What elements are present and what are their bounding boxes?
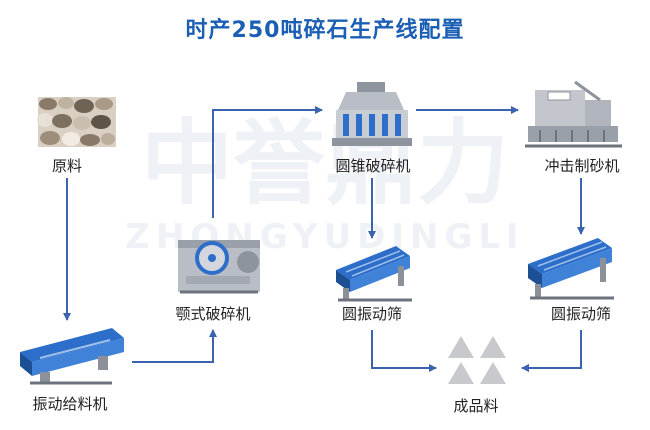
sand-maker-icon bbox=[525, 80, 622, 148]
vibrating-screen-icon bbox=[528, 238, 614, 300]
node-label-cone: 圆锥破碎机 bbox=[335, 157, 411, 175]
watermark-main: 中誉鼎力 bbox=[141, 110, 509, 217]
page-title: 时产250吨碎石生产线配置 bbox=[185, 18, 465, 43]
product-pile-icon bbox=[448, 336, 506, 384]
cone-crusher-icon bbox=[332, 82, 412, 146]
vibrating-screen-icon bbox=[336, 246, 412, 302]
stone-pile-icon bbox=[37, 97, 116, 147]
flow-arrows bbox=[63, 106, 585, 372]
arrow-jaw-to-cone bbox=[212, 106, 323, 218]
jaw-crusher-icon bbox=[178, 240, 260, 294]
arrow-feeder-to-jaw bbox=[132, 329, 217, 363]
node-label-impact: 冲击制砂机 bbox=[544, 157, 620, 175]
arrow-screen2-to-product bbox=[521, 330, 582, 372]
node-label-raw: 原料 bbox=[51, 157, 82, 175]
node-label-jaw: 颚式破碎机 bbox=[175, 305, 251, 323]
node-label-feeder: 振动给料机 bbox=[32, 395, 108, 413]
watermark: 中誉鼎力 ZHONGYUDINGLI bbox=[125, 110, 518, 257]
node-label-screen2: 圆振动筛 bbox=[550, 305, 611, 323]
node-label-product: 成品料 bbox=[453, 397, 499, 415]
vibrating-feeder-icon bbox=[20, 328, 124, 385]
node-label-screen1: 圆振动筛 bbox=[341, 305, 402, 323]
arrow-screen1-to-product bbox=[371, 330, 437, 372]
